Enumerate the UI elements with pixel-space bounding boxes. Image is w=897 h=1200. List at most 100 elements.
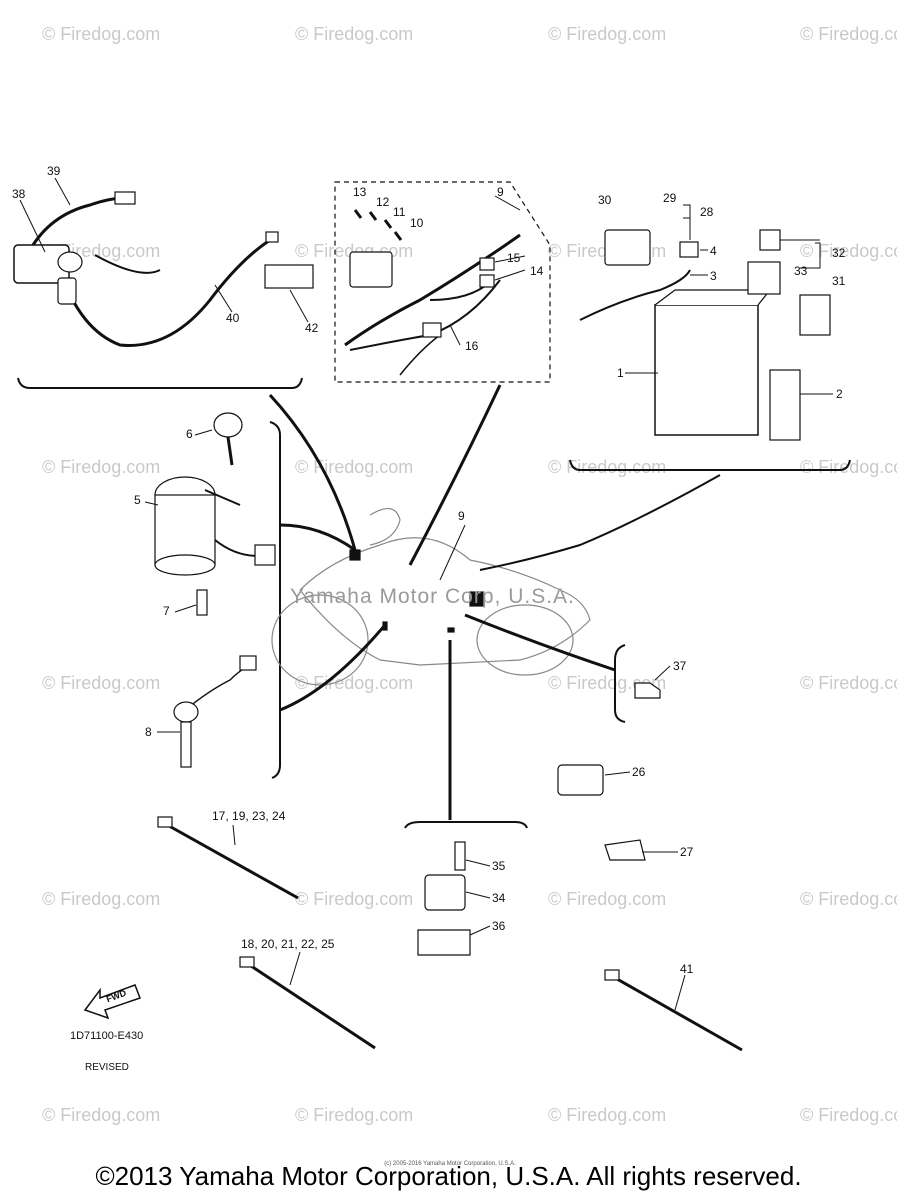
- cable-tie-18: [244, 960, 376, 1050]
- motorcycle-outline: [271, 508, 591, 686]
- callout-11: 11: [393, 205, 406, 219]
- watermark: © Firedog.com: [548, 457, 667, 477]
- callout-9-detail: 9: [497, 185, 504, 199]
- tiny-copyright: (c) 2005-2016 Yamaha Motor Corporation, …: [384, 1161, 516, 1167]
- watermark: © Firedog.com: [295, 673, 414, 693]
- wire-harness-9: [344, 233, 521, 347]
- watermark: © Firedog.com: [548, 889, 667, 909]
- fuse-box: [349, 251, 393, 288]
- sub-harness-40: [58, 238, 271, 347]
- callout-30: 30: [598, 193, 612, 207]
- battery-band-2: [769, 369, 801, 441]
- leader-fuse-box: [408, 384, 502, 566]
- callout-38: 38: [12, 187, 26, 201]
- fwd-arrow: [83, 984, 141, 1020]
- clamp-26: [557, 764, 604, 796]
- callout-33: 33: [794, 264, 808, 278]
- relay-33: [747, 261, 781, 295]
- watermark: © Firedog.com: [42, 889, 161, 909]
- group-bracket-harness: [17, 377, 303, 389]
- callout-14: 14: [530, 264, 544, 278]
- sub-harness-wire: [94, 254, 161, 274]
- group-bracket-sensor: [404, 821, 528, 829]
- callout-32: 32: [832, 246, 846, 260]
- callout-4: 4: [710, 244, 717, 258]
- callout-13: 13: [353, 185, 367, 199]
- callout-39: 39: [47, 164, 61, 178]
- callout-18-20-21-22-25: 18, 20, 21, 22, 25: [241, 937, 335, 951]
- connector-40: [265, 231, 279, 243]
- group-bracket-battery: [569, 459, 851, 471]
- bracket-37: [634, 682, 661, 699]
- watermark: © Firedog.com: [800, 457, 897, 477]
- watermark: © Firedog.com: [548, 1105, 667, 1125]
- callout-34: 34: [492, 891, 506, 905]
- cover-4: [679, 241, 699, 258]
- watermark: © Firedog.com: [800, 673, 897, 693]
- callout-5: 5: [134, 493, 141, 507]
- callout-35: 35: [492, 859, 506, 873]
- callout-17-19-23-24: 17, 19, 23, 24: [212, 809, 286, 823]
- watermark: © Firedog.com: [42, 457, 161, 477]
- diagram-code: 1D71100-E430: [70, 1030, 144, 1042]
- watermark: © Firedog.com: [295, 24, 414, 44]
- key-6: [213, 412, 243, 438]
- callout-9-main: 9: [458, 509, 465, 523]
- callout-27: 27: [680, 845, 694, 859]
- battery-1: [654, 304, 759, 436]
- bolt-35: [454, 841, 466, 871]
- callout-16: 16: [465, 339, 479, 353]
- watermark: © Firedog.com: [295, 1105, 414, 1125]
- callout-10: 10: [410, 216, 424, 230]
- cable-tie-41: [609, 973, 743, 1052]
- bolt-7: [196, 589, 208, 616]
- battery-cable-3: [579, 269, 691, 321]
- copyright-notice: ©2013 Yamaha Motor Corporation, U.S.A. A…: [95, 1161, 802, 1191]
- connector-39: [114, 191, 136, 205]
- callout-15: 15: [507, 251, 521, 265]
- harness-detail-box: [334, 181, 551, 383]
- callout-31: 31: [832, 274, 846, 288]
- callout-7: 7: [163, 604, 170, 618]
- callout-37: 37: [673, 659, 687, 673]
- callout-36: 36: [492, 919, 506, 933]
- sub-harness-39: [28, 196, 126, 251]
- center-watermark: Yamaha Motor Corp, U.S.A.: [290, 585, 575, 608]
- cable-tie-17: [161, 820, 299, 900]
- callout-28: 28: [700, 205, 714, 219]
- relay-31: [799, 294, 831, 336]
- callout-29: 29: [663, 191, 677, 205]
- leader-bracket-37: [464, 613, 616, 672]
- callout-40: 40: [226, 311, 240, 325]
- leader-neutral: [279, 624, 387, 712]
- watermark: © Firedog.com: [800, 241, 897, 261]
- callout-1: 1: [617, 366, 624, 380]
- callout-3: 3: [710, 269, 717, 283]
- callout-8: 8: [145, 725, 152, 739]
- callout-6: 6: [186, 427, 193, 441]
- leader-switch: [279, 523, 356, 552]
- watermark: © Firedog.com: [42, 1105, 161, 1125]
- group-bracket-switch: [269, 421, 281, 779]
- watermark: © Firedog.com: [42, 673, 161, 693]
- leader-battery: [479, 474, 721, 571]
- leader-harness: [268, 393, 357, 551]
- revised-label: REVISED: [85, 1062, 129, 1073]
- callout-2: 2: [836, 387, 843, 401]
- watermark: © Firedog.com: [295, 889, 414, 909]
- label-42: [264, 264, 314, 289]
- callout-12: 12: [376, 195, 390, 209]
- watermark: © Firedog.com: [42, 24, 161, 44]
- starter-relay-28: [604, 229, 651, 266]
- group-bracket-37: [614, 644, 626, 723]
- callout-42: 42: [305, 321, 319, 335]
- watermark: © Firedog.com: [548, 24, 667, 44]
- sensor-34: [424, 874, 466, 911]
- watermark: © Firedog.com: [800, 1105, 897, 1125]
- callout-26: 26: [632, 765, 646, 779]
- bracket-36: [417, 929, 471, 956]
- watermark: © Firedog.com: [800, 889, 897, 909]
- watermark: © Firedog.com: [800, 24, 897, 44]
- neutral-switch-8: [173, 701, 199, 723]
